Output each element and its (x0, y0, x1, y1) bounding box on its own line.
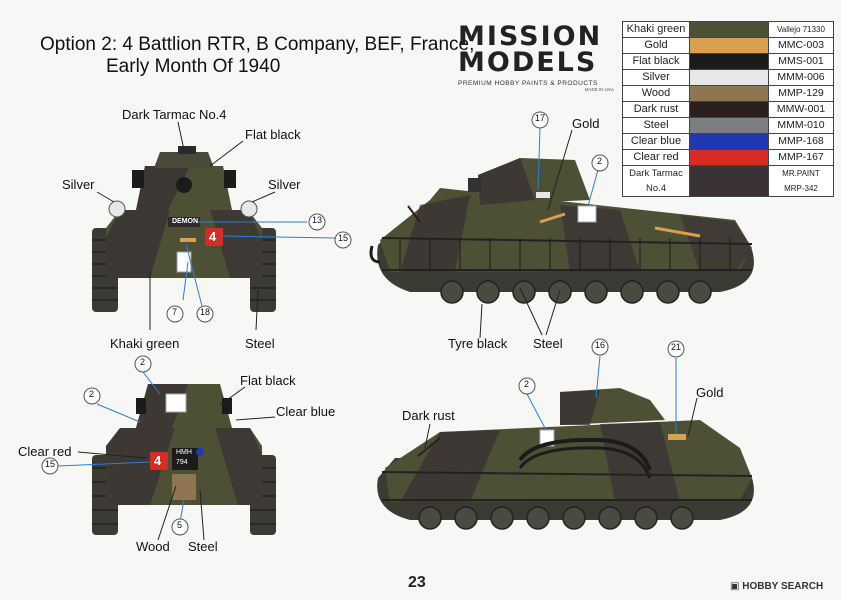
color-row: Dark Tarmac No.4 MR.PAINT MRP-342 (622, 165, 834, 197)
callout-15: 15 (45, 459, 56, 469)
color-swatch (689, 165, 769, 197)
page-number: 23 (408, 574, 426, 591)
color-code: MR.PAINT MRP-342 (768, 165, 834, 197)
marking-registration-1: HMH (176, 449, 192, 456)
color-swatch (689, 149, 769, 166)
color-code: MMS-001 (768, 53, 834, 70)
callout-5: 5 (177, 520, 183, 530)
callout-18: 18 (200, 307, 211, 317)
label-dark-rust: Dark rust (402, 408, 455, 423)
marking-four-rear: 4 (154, 453, 162, 468)
label-clear-blue: Clear blue (276, 404, 336, 419)
label-steel: Steel (533, 336, 563, 351)
callout-17: 17 (535, 113, 546, 123)
callout-13: 13 (312, 215, 323, 225)
callout-21: 21 (671, 342, 682, 352)
label-wood: Wood (136, 539, 170, 554)
color-row: Gold MMC-003 (622, 37, 834, 54)
color-code: MMM-010 (768, 117, 834, 134)
label-clear-red: Clear red (18, 444, 72, 459)
brand-logo: MISSION MODELS PREMIUM HOBBY PAINTS & PR… (458, 21, 614, 92)
label-steel: Steel (245, 336, 275, 351)
color-name: Clear red (622, 149, 690, 166)
tank-rear-view (92, 384, 276, 535)
marking-demon: DEMON (172, 218, 199, 225)
callout-2: 2 (597, 156, 603, 166)
marking-four-front: 4 (209, 229, 217, 244)
color-row: Wood MMP-129 (622, 85, 834, 102)
tank-side-view-right (369, 158, 754, 304)
callout-15: 15 (338, 233, 349, 243)
label-tyre-black: Tyre black (448, 336, 508, 351)
label-gold: Gold (572, 116, 600, 131)
callout-2: 2 (524, 379, 530, 389)
label-khaki-green: Khaki green (110, 336, 180, 351)
marking-leader-lines (57, 127, 677, 523)
label-silver: Silver (268, 177, 301, 192)
label-gold: Gold (696, 385, 724, 400)
color-name: Dark Tarmac No.4 (622, 165, 690, 197)
color-swatch (689, 69, 769, 86)
color-name: Wood (622, 85, 690, 102)
hobby-search-logo-icon: ▣ (730, 581, 743, 592)
label-dark-tarmac: Dark Tarmac No.4 (122, 107, 227, 122)
option-title: Option 2: 4 Battlion RTR, B Company, BEF… (40, 34, 475, 77)
tank-front-view (92, 146, 276, 312)
color-name: Gold (622, 37, 690, 54)
callout-16: 16 (595, 340, 606, 350)
color-code: MMC-003 (768, 37, 834, 54)
color-code: Vallejo 71330 (768, 21, 834, 38)
leader-lines (77, 121, 698, 541)
label-flat-black: Flat black (240, 373, 296, 388)
tank-side-view-left (377, 388, 754, 530)
color-swatch (689, 37, 769, 54)
callout-2: 2 (89, 389, 95, 399)
marking-registration-2: 794 (176, 459, 188, 466)
callout-2: 2 (140, 357, 146, 367)
label-steel: Steel (188, 539, 218, 554)
label-flat-black: Flat black (245, 127, 301, 142)
callout-7: 7 (172, 307, 178, 317)
callout-circles (41, 111, 685, 536)
watermark: ▣ HOBBY SEARCH (730, 581, 824, 592)
label-silver: Silver (62, 177, 95, 192)
color-swatch (689, 21, 769, 38)
color-code: MMP-129 (768, 85, 834, 102)
color-code: MMM-006 (768, 69, 834, 86)
